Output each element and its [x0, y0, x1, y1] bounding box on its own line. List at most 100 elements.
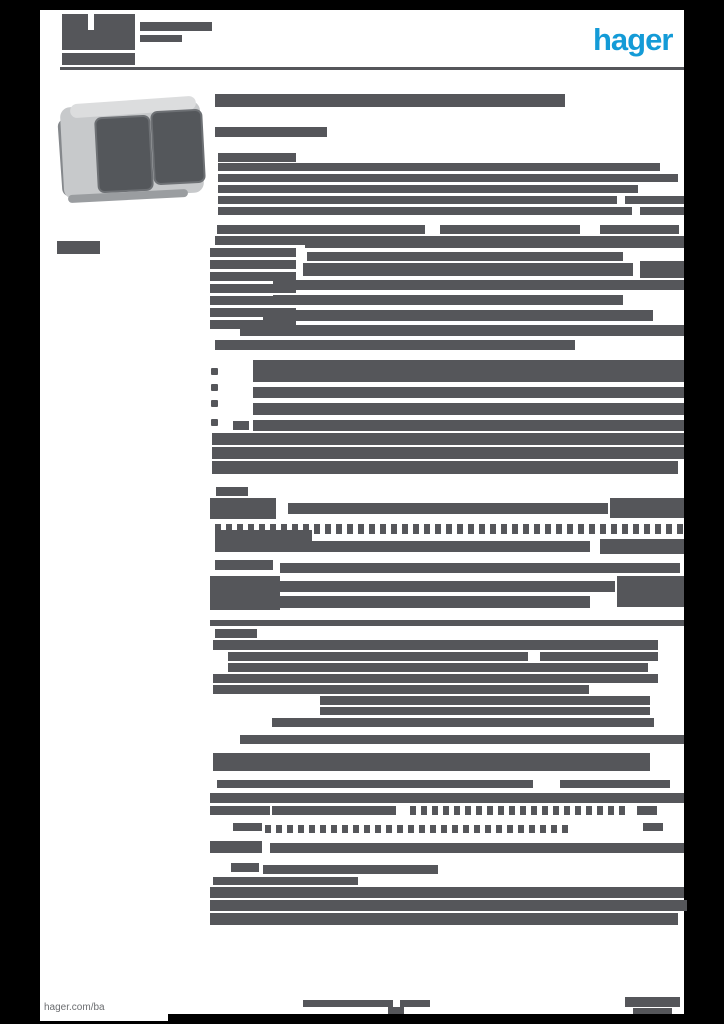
redacted-text-line	[273, 295, 623, 305]
redacted-text-line	[210, 900, 687, 911]
redacted-text-line	[303, 1000, 393, 1007]
redacted-text-line	[212, 461, 678, 474]
redacted-text-line	[217, 780, 533, 788]
redacted-text-line	[643, 823, 663, 831]
redacted-text-line	[57, 241, 100, 254]
list-bullet	[211, 400, 218, 407]
range-logo-gap	[88, 14, 94, 30]
redacted-text-line	[303, 263, 633, 276]
redacted-text-line	[215, 524, 684, 534]
redacted-text-line	[215, 127, 327, 137]
redacted-text-line	[210, 320, 296, 329]
redacted-text-line	[233, 421, 249, 430]
redacted-text-line	[210, 793, 684, 803]
list-bullet	[211, 384, 218, 391]
footer-website-link[interactable]: hager.com/ba	[44, 1002, 105, 1013]
range-logo-gap	[62, 50, 135, 53]
redacted-text-line	[610, 498, 684, 518]
redacted-text-line	[263, 310, 653, 321]
redacted-text-line	[307, 252, 623, 261]
header-divider	[60, 67, 684, 70]
redacted-text-line	[263, 865, 438, 874]
redacted-text-line	[253, 360, 684, 382]
list-bullet	[211, 419, 218, 426]
redacted-text-line	[270, 843, 684, 853]
redacted-text-line	[210, 913, 678, 925]
redacted-text-line	[215, 340, 575, 350]
redacted-text-line	[320, 696, 650, 705]
redacted-text-line	[560, 780, 670, 788]
redacted-text-line	[400, 1000, 430, 1007]
redacted-text-line	[216, 487, 248, 496]
redacted-text-line	[210, 284, 296, 293]
redacted-text-line	[231, 863, 259, 872]
redacted-text-line	[240, 325, 684, 336]
redacted-text-line	[215, 94, 565, 107]
redacted-text-line	[320, 707, 650, 715]
redacted-text-line	[280, 541, 590, 552]
redacted-text-line	[272, 718, 654, 727]
redacted-text-line	[280, 563, 680, 573]
redacted-text-line	[213, 685, 589, 694]
redacted-text-line	[213, 674, 658, 683]
redacted-text-line	[540, 652, 658, 661]
redacted-text-line	[288, 503, 608, 514]
redacted-text-line	[263, 581, 615, 592]
photo-flap-right	[150, 108, 206, 186]
redacted-text-line	[253, 403, 684, 415]
redacted-text-line	[210, 806, 270, 815]
redacted-text-line	[215, 629, 257, 638]
redacted-text-line	[210, 498, 276, 519]
redacted-text-line	[240, 735, 684, 744]
redacted-text-line	[233, 823, 262, 831]
redacted-text-line	[410, 806, 630, 815]
redacted-text-line	[600, 539, 684, 554]
redacted-text-line	[388, 1007, 404, 1014]
redacted-text-line	[217, 225, 425, 234]
redacted-text-line	[272, 806, 396, 815]
redacted-text-line	[213, 640, 658, 650]
redacted-text-line	[140, 22, 212, 31]
redacted-text-line	[218, 153, 296, 162]
redacted-text-line	[212, 433, 684, 445]
product-photo	[57, 95, 206, 204]
redacted-text-line	[633, 1008, 672, 1014]
redacted-text-line	[140, 35, 182, 42]
redacted-text-line	[218, 174, 678, 182]
redacted-text-line	[212, 447, 684, 459]
redacted-text-line	[215, 596, 590, 608]
redacted-text-line	[210, 260, 296, 269]
redacted-text-line	[210, 308, 296, 317]
redacted-text-line	[305, 240, 684, 248]
redacted-text-line	[210, 296, 296, 305]
redacted-text-line	[213, 753, 650, 771]
redacted-text-line	[210, 620, 684, 626]
photo-flap-left	[94, 114, 154, 194]
list-bullet	[211, 368, 218, 375]
redacted-text-line	[253, 387, 684, 398]
redacted-text-line	[265, 825, 570, 833]
redacted-text-line	[625, 196, 684, 204]
redacted-text-line	[637, 806, 657, 815]
redacted-text-line	[215, 560, 273, 570]
redacted-text-line	[218, 185, 638, 193]
range-logo-block	[62, 14, 135, 65]
hager-brand-logo: hager	[593, 22, 673, 57]
redacted-text-line	[210, 841, 262, 853]
redacted-text-line	[218, 196, 617, 204]
redacted-text-line	[210, 887, 684, 898]
redacted-text-line	[228, 652, 528, 661]
footer-website-box: hager.com/ba	[40, 999, 168, 1021]
redacted-text-line	[600, 225, 679, 234]
redacted-text-line	[218, 207, 632, 215]
redacted-text-line	[210, 272, 296, 281]
redacted-text-line	[213, 877, 358, 885]
redacted-text-line	[640, 207, 684, 215]
redacted-text-line	[210, 248, 296, 257]
redacted-text-line	[253, 420, 684, 431]
redacted-text-line	[273, 280, 684, 290]
redacted-text-line	[617, 576, 684, 607]
redacted-text-line	[440, 225, 580, 234]
redacted-text-line	[218, 163, 660, 171]
